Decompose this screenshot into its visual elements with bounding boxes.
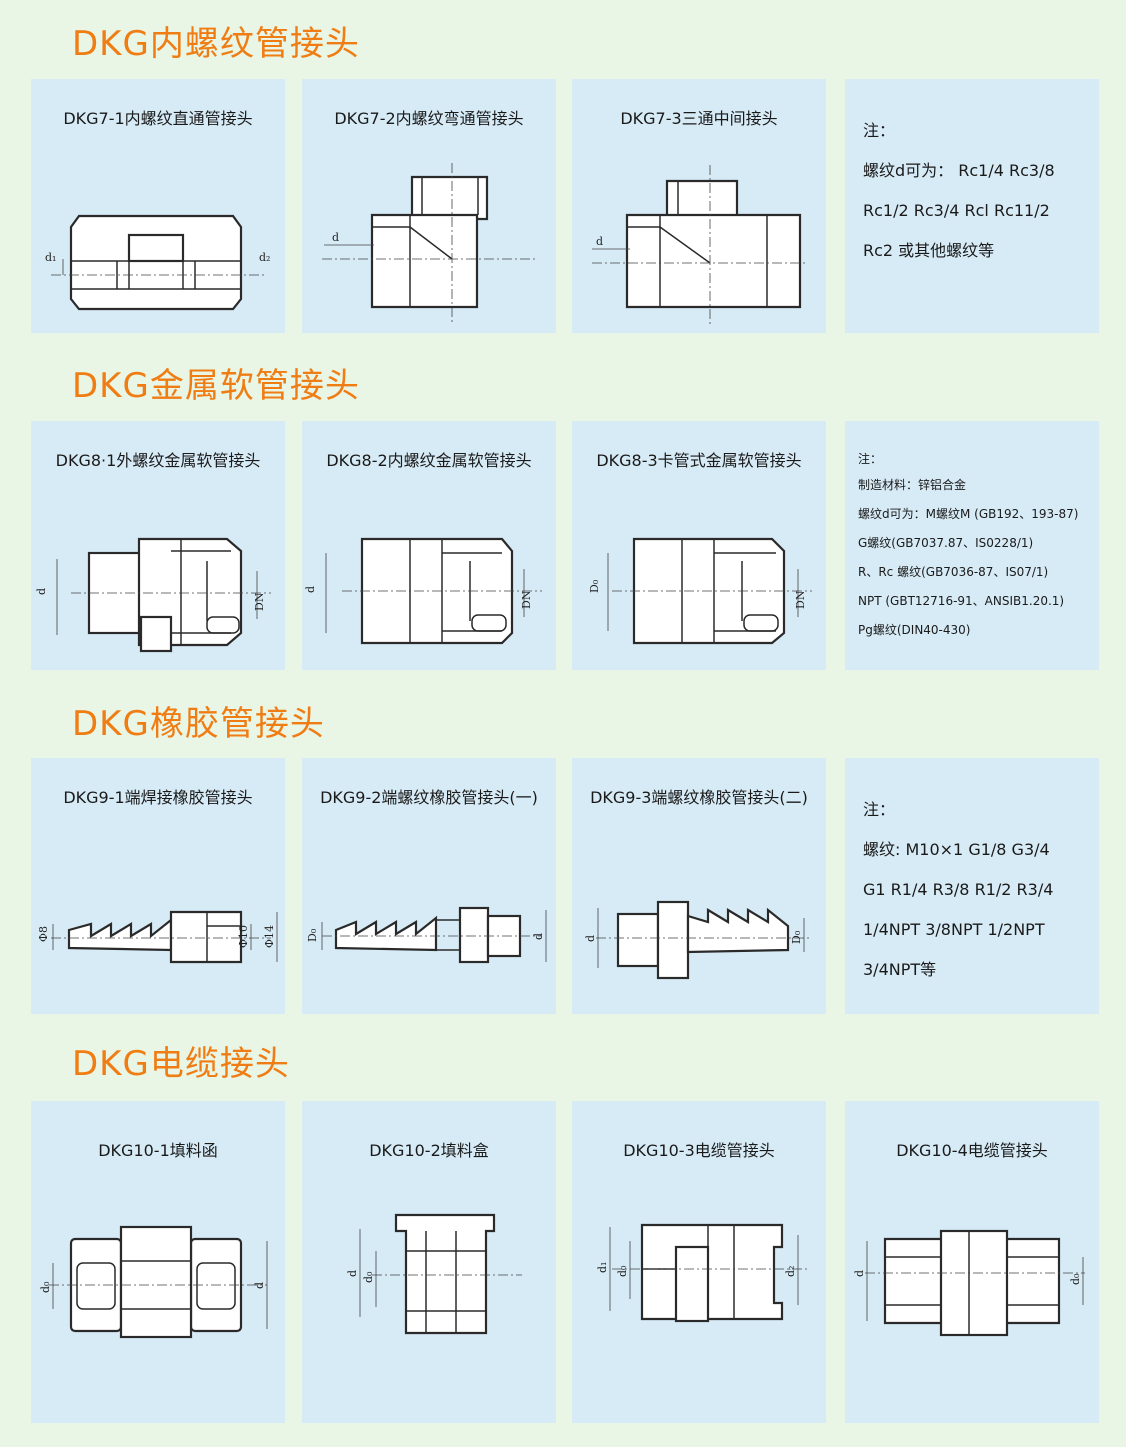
note-line: 螺纹d可为： Rc1/4 Rc3/8 [863,161,1055,180]
product-name: DKG10-2填料盒 [369,1141,489,1160]
note-line: 注： [858,452,883,466]
product-name: DKG10-4电缆管接头 [896,1141,1048,1160]
product-name: DKG10-3电缆管接头 [623,1141,775,1160]
product-name: DKG8·1外螺纹金属软管接头 [55,451,261,470]
product-card-dkg10-2[interactable]: DKG10-2填料盒 d d₀ [302,1101,556,1423]
note-line: 螺纹: M10×1 G1/8 G3/4 [863,840,1050,859]
product-name: DKG9-2端螺纹橡胶管接头(一) [320,788,538,807]
product-name: DKG7-1内螺纹直通管接头 [63,109,253,128]
drawing-rubber-hose-thread-1: D₀ d [306,906,547,964]
dim-d0: D₀ [306,928,319,942]
section-title-internal-thread: DKG内螺纹管接头 [72,24,360,64]
note-line: Pg螺纹(DIN40-430) [858,623,971,637]
drawing-elbow-coupling: d [322,163,536,325]
note-line: G1 R1/4 R3/8 R1/2 R3/4 [863,880,1054,899]
drawing-rubber-hose-thread-2: d D₀ [584,900,812,980]
dim-d: d [584,935,597,942]
dim-d0: d₀ [362,1271,375,1283]
dim-d0: D₀ [588,579,601,593]
product-card-dkg10-4[interactable]: DKG10-4电缆管接头 d d₀ [845,1101,1099,1423]
dim-d: d [304,586,317,593]
note-line: 3/4NPT等 [863,960,937,979]
product-name: DKG8-3卡管式金属软管接头 [596,451,802,470]
note-line: 注： [863,121,896,140]
drawing-rubber-hose-weld: Φ8 Φ10 Φ14 [37,910,278,964]
product-name: DKG7-2内螺纹弯通管接头 [334,109,524,128]
note-line: 螺纹d可为：M螺纹M (GB192、193-87) [858,507,1079,521]
dim-d: d [346,1270,359,1277]
product-name: DKG8-2内螺纹金属软管接头 [326,451,532,470]
dim-phi14: Φ14 [263,925,276,948]
dim-d0: d₀ [1069,1273,1082,1285]
note-card-rubber-hose: 注： 螺纹: M10×1 G1/8 G3/4 G1 R1/4 R3/8 R1/2… [845,758,1099,1014]
dim-d: d [853,1270,866,1277]
product-card-dkg10-3[interactable]: DKG10-3电缆管接头 d₁ d₀ d₂ [572,1101,826,1423]
section-title-metal-hose: DKG金属软管接头 [72,366,360,406]
dim-d: d [253,1282,266,1289]
note-line: NPT (GBT12716-91、ANSIB1.20.1) [858,594,1065,608]
note-line: 注： [863,800,896,819]
note-card-metal-hose: 注： 制造材料：锌铝合金 螺纹d可为：M螺纹M (GB192、193-87) G… [845,421,1099,670]
product-name: DKG9-1端焊接橡胶管接头 [63,788,253,807]
product-name: DKG9-3端螺纹橡胶管接头(二) [590,788,808,807]
note-line: 制造材料：锌铝合金 [858,478,967,492]
drawing-cable-conduit-2: d d₀ [853,1229,1085,1337]
dim-phi10: Φ10 [237,925,250,948]
dim-d0: d₀ [39,1281,52,1293]
drawing-stuffing-box: d₀ d [39,1225,268,1339]
product-card-dkg8-2[interactable]: DKG8-2内螺纹金属软管接头 d DN [302,421,556,670]
dim-dn: DN [253,592,266,611]
product-card-dkg7-1[interactable]: DKG7-1内螺纹直通管接头 d₁ d₂ [31,79,285,333]
product-card-dkg9-1[interactable]: DKG9-1端焊接橡胶管接头 Φ8 Φ10 Φ14 [31,758,285,1014]
dim-d: d [532,933,545,940]
dim-d1: d₁ [45,251,56,264]
dim-d2: d₂ [784,1266,797,1277]
drawing-metal-hose-internal: d DN [304,537,542,645]
section-title-cable: DKG电缆接头 [72,1044,290,1084]
product-card-dkg7-2[interactable]: DKG7-2内螺纹弯通管接头 d [302,79,556,333]
dim-d0: D₀ [790,930,803,944]
product-card-dkg10-1[interactable]: DKG10-1填料函 d₀ d [31,1101,285,1423]
product-name: DKG7-3三通中间接头 [620,109,778,128]
dim-dn: DN [794,590,807,609]
dim-phi8: Φ8 [37,926,50,942]
note-card-internal-thread: 注： 螺纹d可为： Rc1/4 Rc3/8 Rc1/2 Rc3/4 Rcl Rc… [845,79,1099,333]
drawing-straight-coupling: d₁ d₂ [45,214,270,311]
dim-d: d [332,231,339,244]
dim-d: d [596,235,603,248]
note-line: R、Rc 螺纹(GB7036-87、IS07/1) [858,565,1049,579]
dim-d1: d₁ [596,1262,609,1273]
note-line: Rc2 或其他螺纹等 [863,241,995,260]
product-card-dkg9-2[interactable]: DKG9-2端螺纹橡胶管接头(一) D₀ d [302,758,556,1014]
drawing-tee-coupling: d [592,165,806,325]
dim-d0: d₀ [616,1265,629,1277]
note-line: G螺纹(GB7037.87、IS0228/1) [858,536,1034,550]
dim-d2: d₂ [259,251,270,264]
section-title-rubber-hose: DKG橡胶管接头 [72,704,325,744]
drawing-metal-hose-external: d DN [35,537,271,653]
product-card-dkg7-3[interactable]: DKG7-3三通中间接头 d [572,79,826,333]
dim-dn: DN [520,590,533,609]
note-line: Rc1/2 Rc3/4 Rcl Rc11/2 [863,201,1050,220]
drawing-packing-box: d d₀ [346,1213,522,1335]
note-line: 1/4NPT 3/8NPT 1/2NPT [863,920,1045,939]
drawing-metal-hose-clamp: D₀ DN [588,537,812,645]
drawing-cable-conduit-1: d₁ d₀ d₂ [596,1223,808,1323]
product-card-dkg8-1[interactable]: DKG8·1外螺纹金属软管接头 d DN [31,421,285,670]
dim-d: d [35,588,48,595]
product-card-dkg8-3[interactable]: DKG8-3卡管式金属软管接头 D₀ DN [572,421,826,670]
product-name: DKG10-1填料函 [98,1141,218,1160]
product-card-dkg9-3[interactable]: DKG9-3端螺纹橡胶管接头(二) d D₀ [572,758,826,1014]
